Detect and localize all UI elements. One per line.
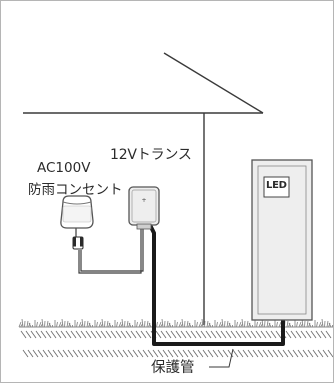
led-badge-label: LED	[266, 180, 287, 191]
transformer-icon: +	[128, 186, 160, 230]
cord-to-transformer	[78, 229, 142, 274]
cord-to-transformer-inner	[80, 229, 144, 272]
svg-text:+: +	[141, 197, 146, 204]
pipe-leader-line	[209, 348, 234, 368]
outlet-type-label: 防雨コンセント	[28, 182, 123, 198]
grass-tufts	[18, 318, 333, 328]
ground-hatch	[20, 330, 333, 358]
protective-pipe-label: 保護管	[151, 360, 195, 376]
transformer-label: 12Vトランス	[110, 147, 192, 163]
grass-line	[18, 318, 333, 328]
power-cord	[75, 226, 144, 274]
outlet-voltage-label: AC100V	[37, 160, 91, 176]
ground-hatch-strokes	[20, 330, 333, 358]
plug-icon	[72, 236, 84, 250]
outlet-icon	[60, 195, 94, 229]
led-post-icon	[251, 159, 313, 321]
house-outline	[23, 52, 264, 325]
roof-right-line	[163, 52, 264, 114]
